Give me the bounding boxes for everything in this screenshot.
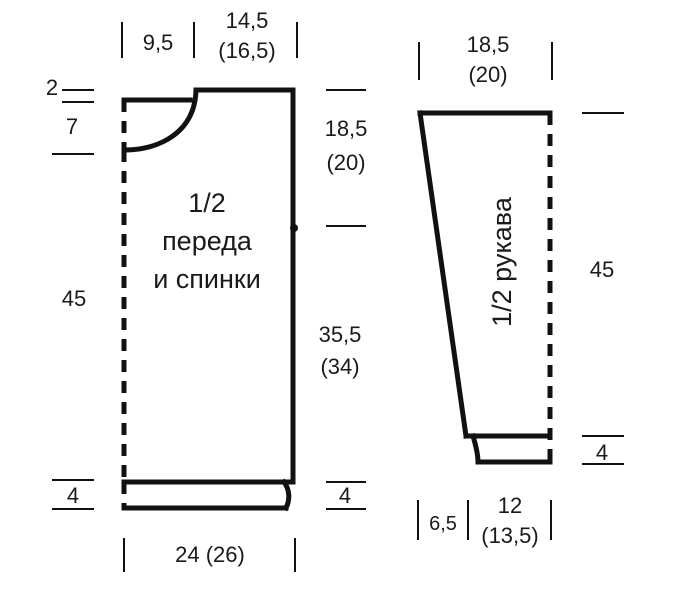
dim-rib-left: 4 — [67, 483, 79, 508]
armhole-marker — [290, 224, 298, 232]
dim-sleeve-top: 18,5 — [467, 32, 510, 57]
body-neckline — [121, 87, 199, 153]
body-label-line3: и спинки — [153, 264, 261, 294]
dim-sleeve-rib: 4 — [596, 440, 608, 465]
body-dimensions: 9,5 14,5 (16,5) 2 7 45 4 18,5 (20) 35,5 … — [46, 8, 368, 572]
dim-shoulder-right: 14,5 — [226, 8, 269, 33]
dim-neck-depth: 7 — [66, 114, 78, 139]
body-piece: 1/2 переда и спинки — [121, 87, 298, 512]
dim-armhole-alt: (20) — [326, 150, 365, 175]
dim-neck-top: 2 — [46, 75, 58, 100]
dim-height: 45 — [62, 286, 86, 311]
dim-cuff-right-alt: (13,5) — [481, 523, 538, 548]
dim-width: 24 (26) — [175, 542, 245, 567]
dim-rib-right: 4 — [339, 483, 351, 508]
dim-armhole: 18,5 — [325, 116, 368, 141]
sleeve-rib-side — [469, 432, 481, 465]
sleeve-piece: 1/2 рукава — [417, 110, 553, 465]
dim-cuff-left: 6,5 — [429, 513, 457, 535]
body-label-line2: переда — [162, 226, 253, 256]
dim-sleeve-top-alt: (20) — [468, 62, 507, 87]
dim-sleeve-length: 45 — [590, 257, 614, 282]
sleeve-label: 1/2 рукава — [487, 196, 517, 327]
dim-shoulder-left: 9,5 — [143, 30, 174, 55]
body-label-line1: 1/2 — [188, 188, 226, 218]
dim-side-alt: (34) — [320, 354, 359, 379]
sleeve-underarm — [417, 110, 469, 439]
dim-side: 35,5 — [319, 322, 362, 347]
dim-shoulder-right-alt: (16,5) — [218, 38, 275, 63]
dim-cuff-right: 12 — [498, 493, 522, 518]
sleeve-dimensions: 18,5 (20) 45 4 6,5 12 (13,5) — [417, 32, 624, 548]
body-rib-side — [280, 478, 292, 512]
